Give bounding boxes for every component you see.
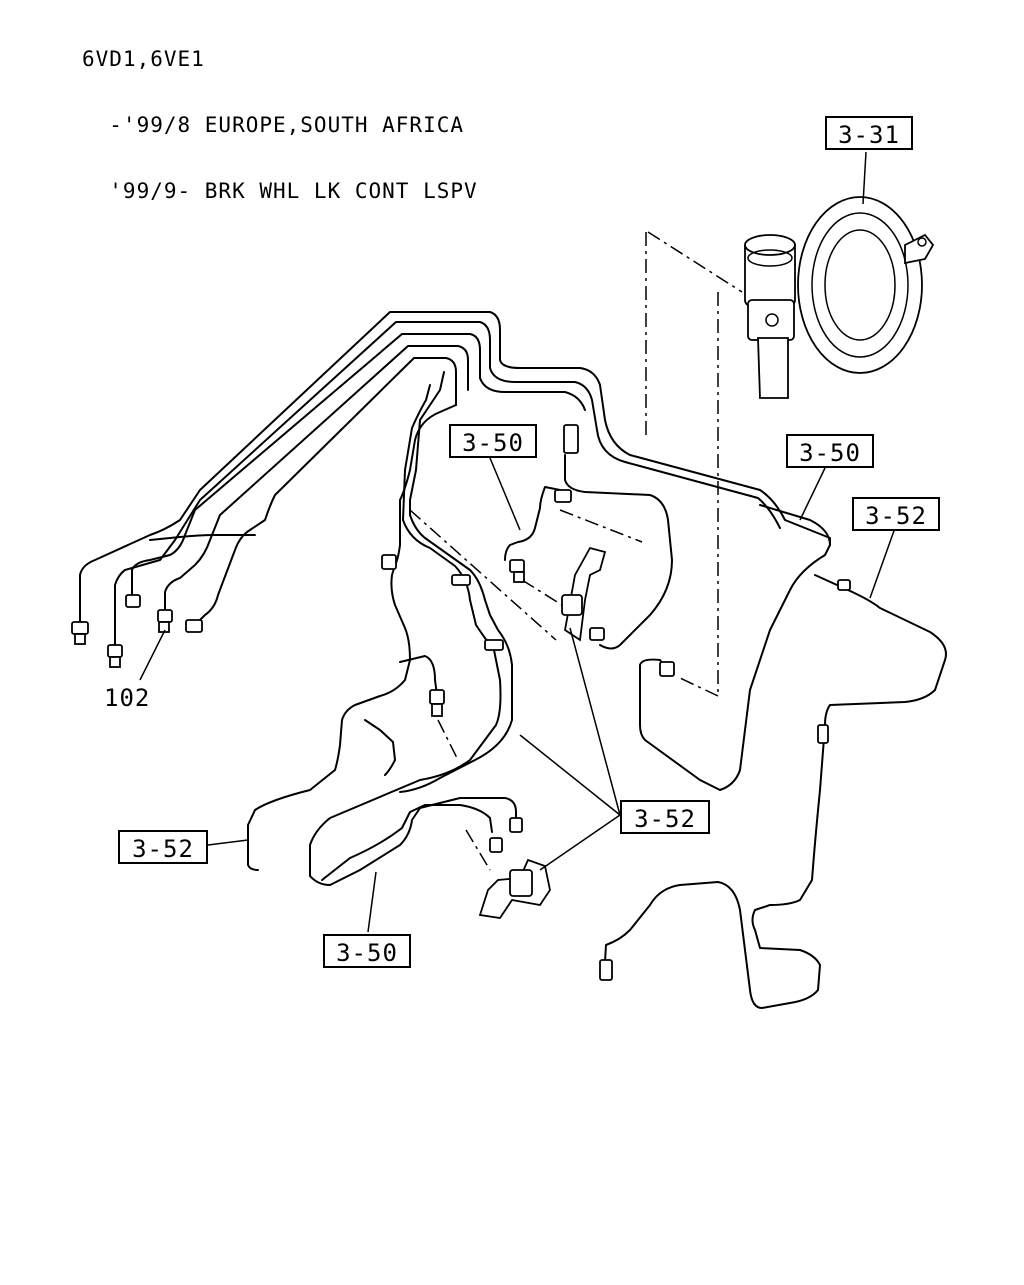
pipe-bundle-upper: [79, 311, 831, 651]
fittings: [71, 424, 851, 981]
header-line-3: '99/9- BRK WHL LK CONT LSPV: [82, 179, 478, 203]
callout-3-50-lower[interactable]: 3-50: [323, 934, 411, 968]
callout-3-31[interactable]: 3-31: [825, 116, 913, 150]
leader-lines: [139, 457, 896, 933]
lspv-bracket: [478, 546, 607, 919]
callout-3-50-upper[interactable]: 3-50: [449, 424, 537, 458]
callout-3-50-right[interactable]: 3-50: [786, 434, 874, 468]
callout-3-52-right[interactable]: 3-52: [852, 497, 940, 531]
diagram-header: 6VD1,6VE1 -'99/8 EUROPE,SOUTH AFRICA '99…: [82, 4, 478, 246]
brake-booster: [744, 151, 935, 399]
header-line-2: -'99/8 EUROPE,SOUTH AFRICA: [82, 113, 465, 137]
callout-3-52-left[interactable]: 3-52: [118, 830, 208, 864]
pipe-center: [247, 371, 517, 886]
part-number-102[interactable]: 102: [104, 684, 151, 712]
callout-3-52-mid[interactable]: 3-52: [620, 800, 710, 834]
pipe-right: [504, 454, 947, 1009]
header-line-1: 6VD1,6VE1: [82, 47, 205, 71]
